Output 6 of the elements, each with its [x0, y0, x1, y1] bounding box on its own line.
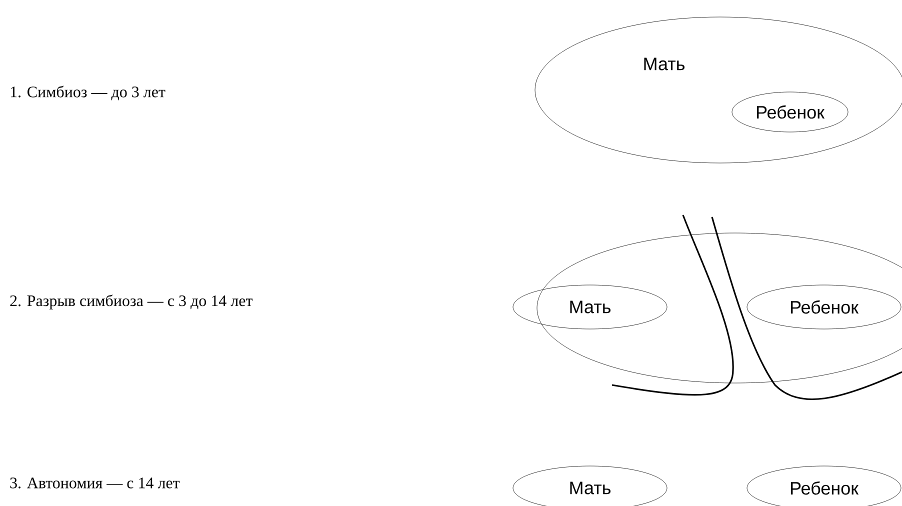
stage-label: 3. Автономия — с 14 лет — [10, 478, 180, 488]
stage-label: 2. Разрыв симбиоза — с 3 до 14 лет — [10, 294, 252, 310]
ellipse-node: Ребенок — [732, 92, 848, 132]
ellipse-node: Ребенок — [746, 284, 902, 330]
stage-label: 1. Симбиоз — до 3 лет — [10, 86, 166, 100]
ellipse-node: Мать — [512, 284, 668, 330]
